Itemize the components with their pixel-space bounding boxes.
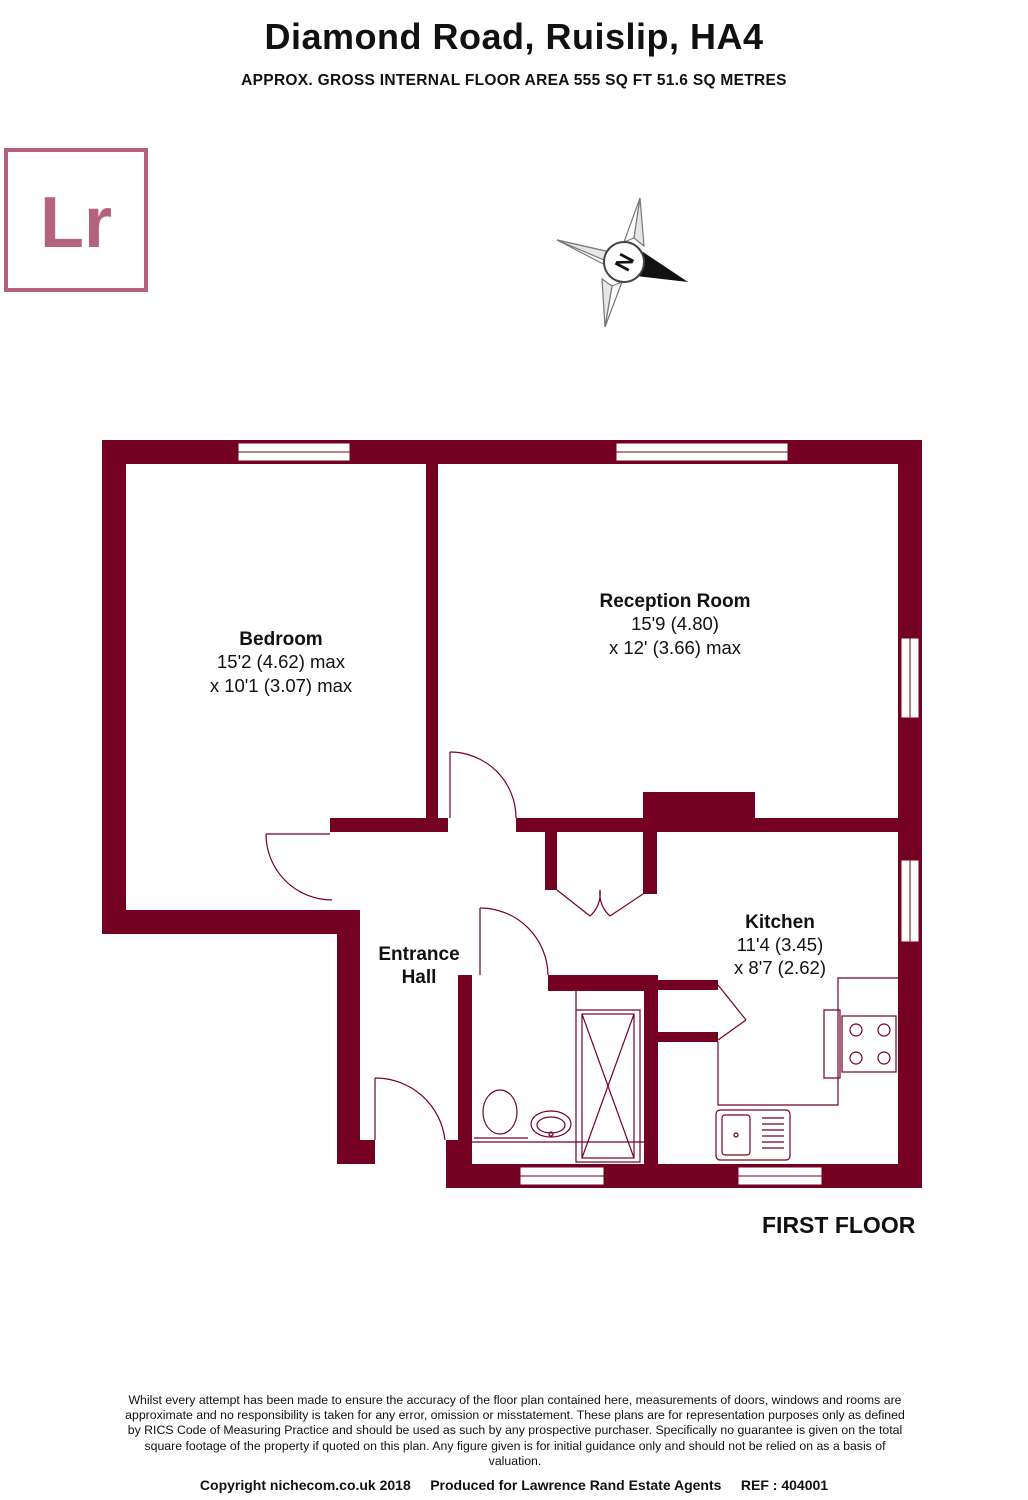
hall-name-line2: Hall [402, 967, 437, 988]
bedroom-dim2: x 10'1 (3.07) max [210, 675, 353, 696]
reception-name: Reception Room [600, 591, 751, 612]
compass-icon: N [556, 197, 688, 328]
footer-ref: REF : 404001 [740, 1477, 829, 1493]
page-title: Diamond Road, Ruislip, HA4 [264, 16, 764, 57]
bedroom-name: Bedroom [239, 629, 322, 650]
walls [102, 440, 922, 1188]
footer: Copyright nichecom.co.uk 2018 Produced f… [0, 1477, 1028, 1493]
agent-logo: Lr [4, 148, 148, 292]
floor-area-subtitle: APPROX. GROSS INTERNAL FLOOR AREA 555 SQ… [241, 72, 787, 89]
footer-copyright: Copyright nichecom.co.uk 2018 [199, 1477, 411, 1493]
doors [265, 751, 747, 1141]
windows [237, 442, 920, 1186]
disclaimer-text: Whilst every attempt has been made to en… [125, 1393, 905, 1468]
footer-produced: Produced for Lawrence Rand Estate Agents [430, 1477, 722, 1493]
kitchen-dim2: x 8'7 (2.62) [734, 957, 826, 978]
bath-icon [575, 1009, 641, 1163]
logo-text: Lr [40, 183, 112, 263]
basin-icon [530, 1110, 572, 1138]
reception-dim1: 15'9 (4.80) [631, 613, 719, 634]
window-glazing [238, 451, 911, 1177]
reception-dim2: x 12' (3.66) max [609, 637, 742, 658]
kitchen-dim1: 11'4 (3.45) [737, 934, 824, 955]
hall-name-line1: Entrance [378, 944, 459, 965]
bedroom-dim1: 15'2 (4.62) max [217, 651, 346, 672]
sink-icon [715, 1109, 791, 1161]
fixtures [472, 977, 898, 1163]
kitchen-name: Kitchen [745, 912, 815, 933]
toilet-icon [482, 1089, 518, 1135]
floor-label: FIRST FLOOR [762, 1212, 916, 1238]
hob-icon [841, 1015, 897, 1073]
